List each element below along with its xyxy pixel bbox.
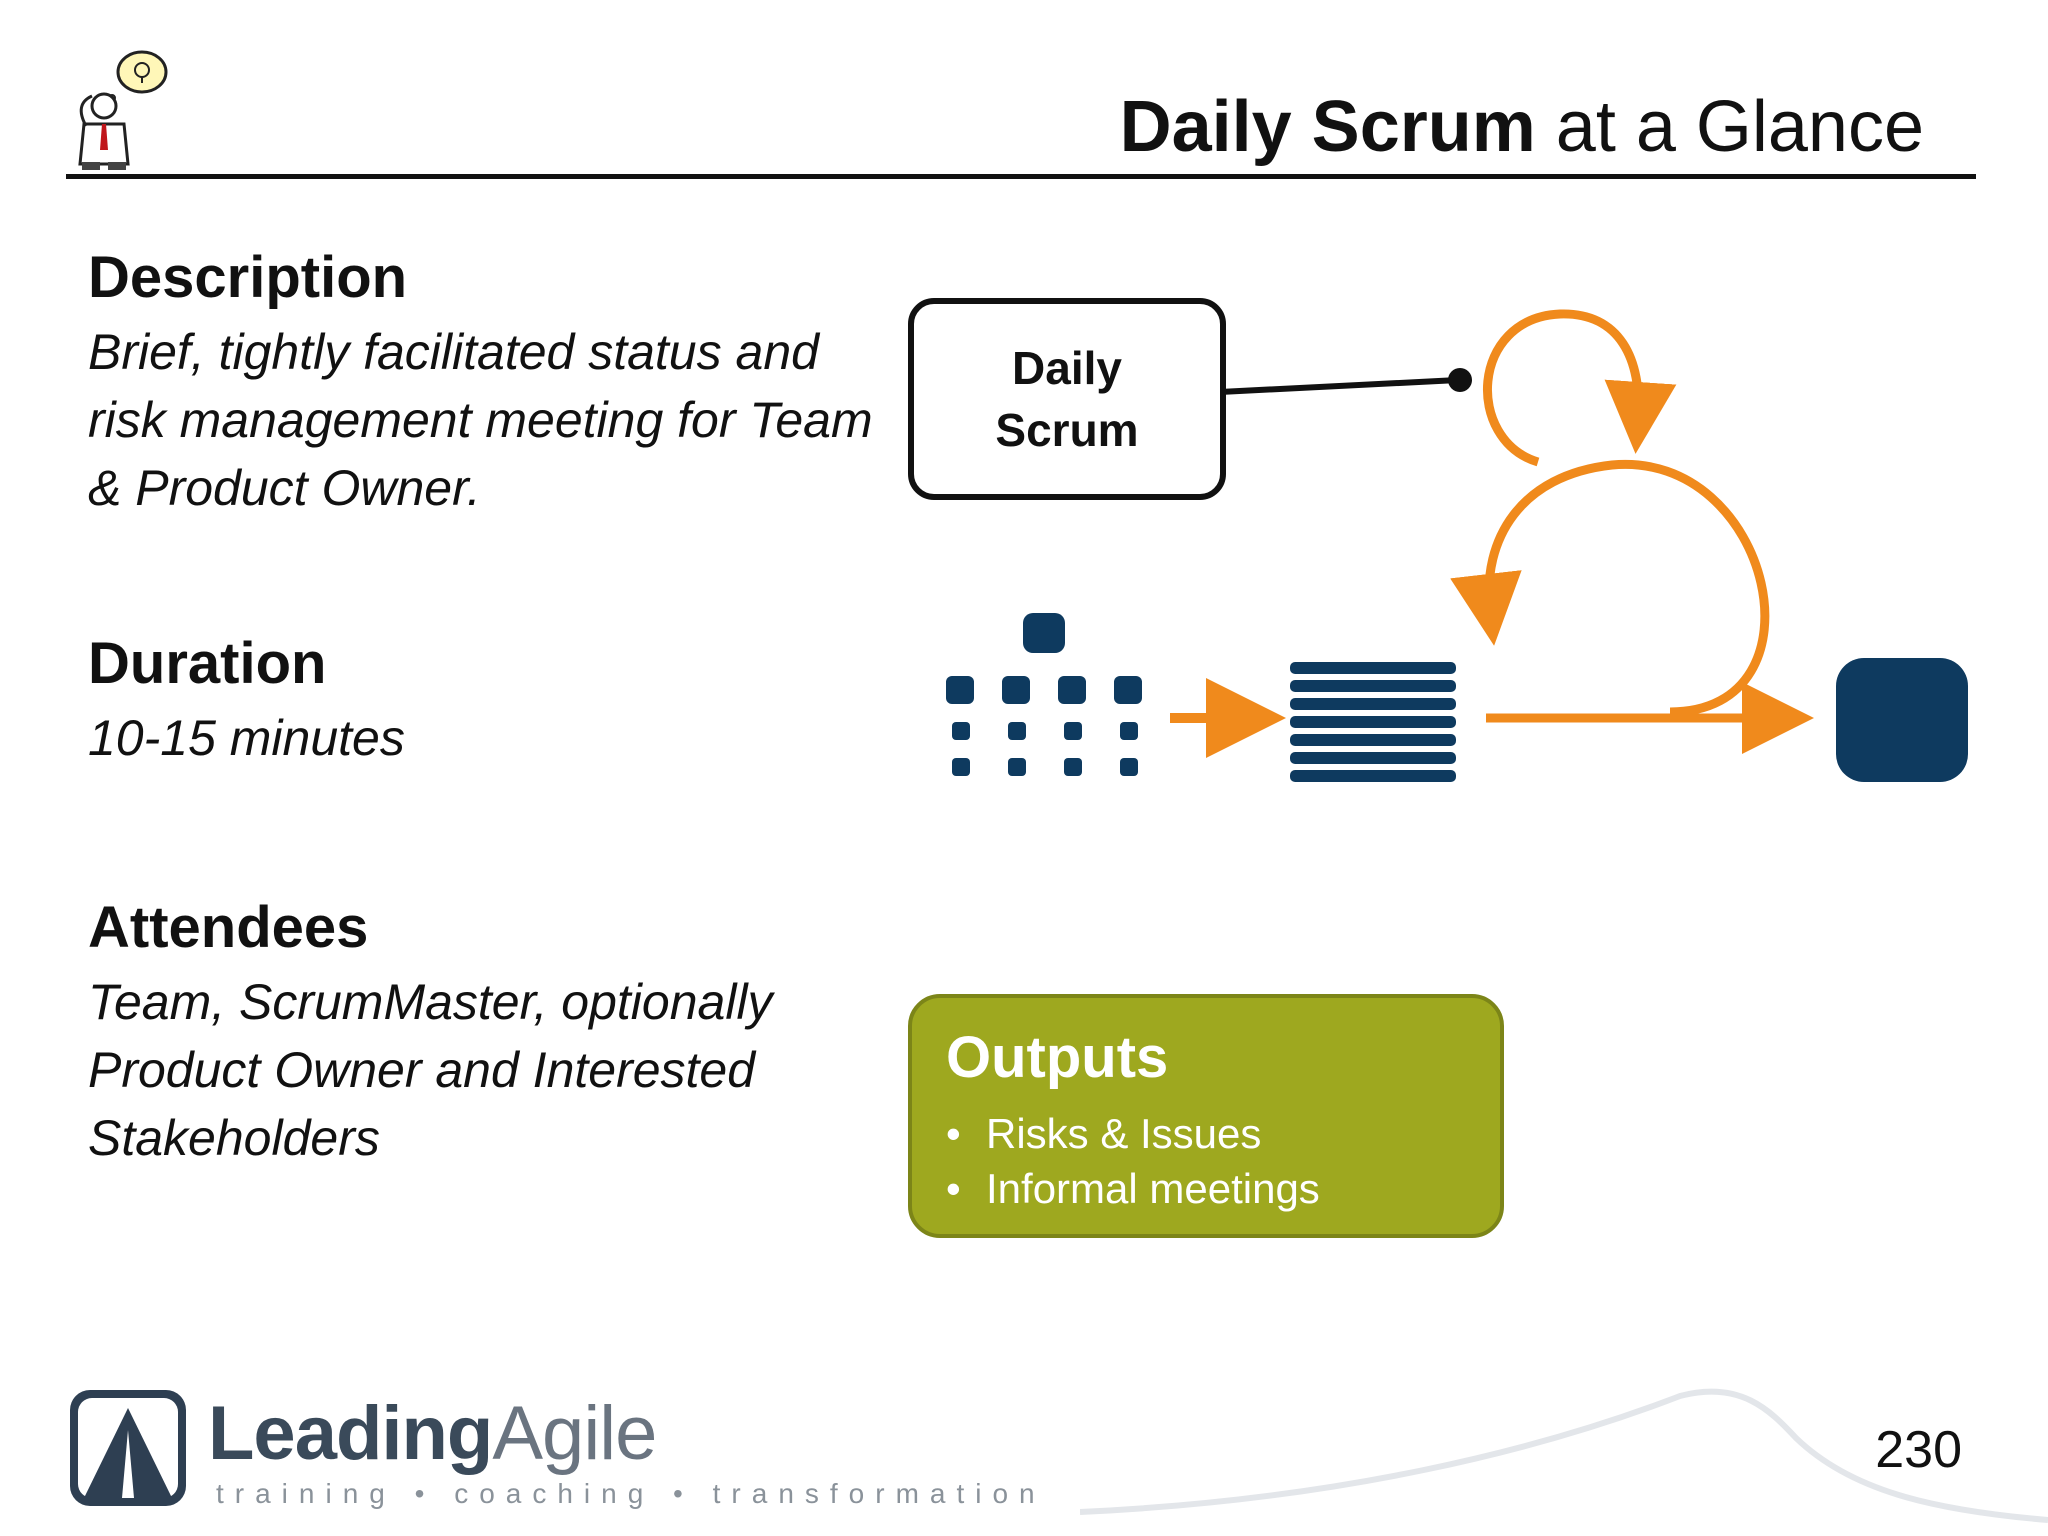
title-rule [66, 174, 1976, 179]
outputs-title: Outputs [946, 1025, 1169, 1090]
attendees-text: Team, ScrumMaster, optionally Product Ow… [88, 974, 773, 1166]
outputs-item: Informal meetings [946, 1161, 1320, 1216]
title-rest: at a Glance [1535, 87, 1924, 167]
increment-icon [1836, 658, 1968, 782]
scrum-process-diagram [946, 309, 1968, 782]
attendees-heading: Attendees [88, 895, 369, 960]
outputs-box: Outputs Risks & Issues Informal meetings [908, 994, 1504, 1238]
title-bold: Daily Scrum [1119, 87, 1536, 167]
description-text: Brief, tightly facilitated status and ri… [88, 324, 873, 516]
sprint-cycle-arrow [1450, 459, 1770, 717]
outputs-item: Risks & Issues [946, 1106, 1320, 1161]
connector-dot [1448, 368, 1472, 392]
logo-part-agile: Agile [492, 1391, 657, 1476]
sprint-backlog-icon [1290, 662, 1456, 782]
logo-mark-icon [70, 1390, 186, 1506]
thinking-person-icon [78, 50, 168, 170]
description-heading: Description [88, 245, 408, 310]
outputs-list: Risks & Issues Informal meetings [946, 1106, 1320, 1216]
daily-scrum-callout: Daily Scrum [908, 298, 1226, 500]
product-backlog-icon [946, 613, 1142, 776]
daily-cycle-arrow [1482, 309, 1677, 467]
page-title: Daily Scrum at a Glance [1120, 86, 1924, 168]
callout-connector [1219, 377, 1459, 395]
logo-wordmark: LeadingAgile [208, 1390, 657, 1477]
duration-text: 10-15 minutes [88, 710, 405, 766]
footer-swoosh [1080, 1388, 2048, 1523]
page-number: 230 [1875, 1421, 1962, 1479]
callout-label: Daily Scrum [995, 342, 1139, 456]
logo-part-leading: Leading [208, 1391, 493, 1476]
logo-tagline: training • coaching • transformation [216, 1478, 1046, 1509]
duration-heading: Duration [88, 631, 327, 696]
